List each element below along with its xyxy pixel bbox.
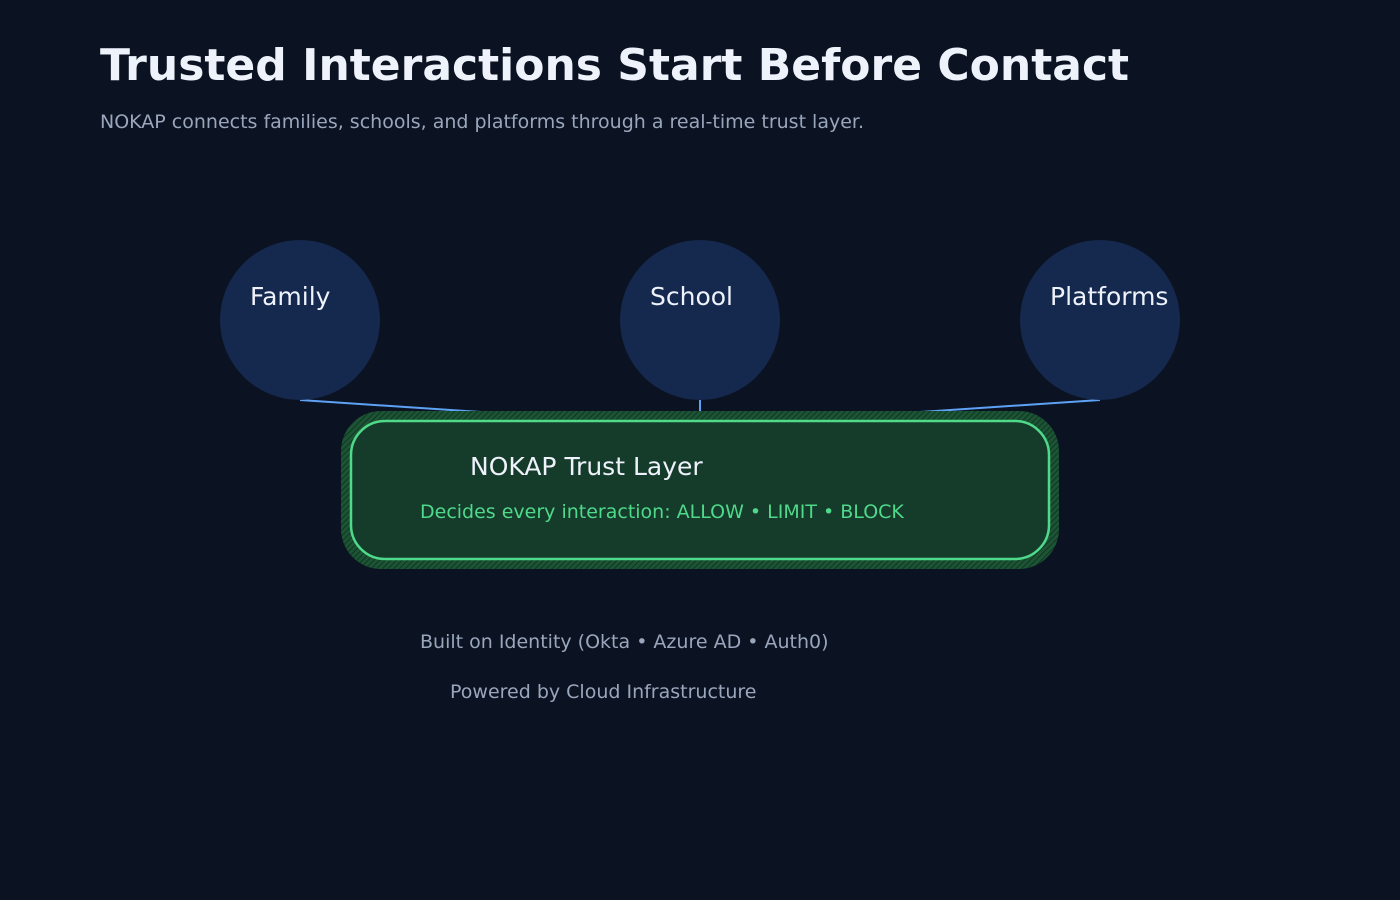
trust-layer-box — [349, 419, 1051, 561]
page-subtitle: NOKAP connects families, schools, and pl… — [100, 111, 865, 133]
node-family-circle — [220, 240, 380, 400]
node-family-label: Family — [250, 282, 331, 311]
footer-identity: Built on Identity (Okta • Azure AD • Aut… — [420, 631, 829, 653]
node-school: School — [620, 240, 780, 400]
node-platforms-circle — [1020, 240, 1180, 400]
trust-layer-title: NOKAP Trust Layer — [470, 452, 703, 481]
node-school-circle — [620, 240, 780, 400]
node-family: Family — [220, 240, 380, 400]
node-school-label: School — [650, 282, 733, 311]
trust-layer: NOKAP Trust Layer Decides every interact… — [341, 411, 1059, 569]
node-platforms: Platforms — [1020, 240, 1180, 400]
node-platforms-label: Platforms — [1050, 282, 1168, 311]
page-title: Trusted Interactions Start Before Contac… — [100, 40, 1130, 91]
trust-layer-subtitle: Decides every interaction: ALLOW • LIMIT… — [420, 501, 904, 523]
footer-infrastructure: Powered by Cloud Infrastructure — [450, 681, 757, 703]
